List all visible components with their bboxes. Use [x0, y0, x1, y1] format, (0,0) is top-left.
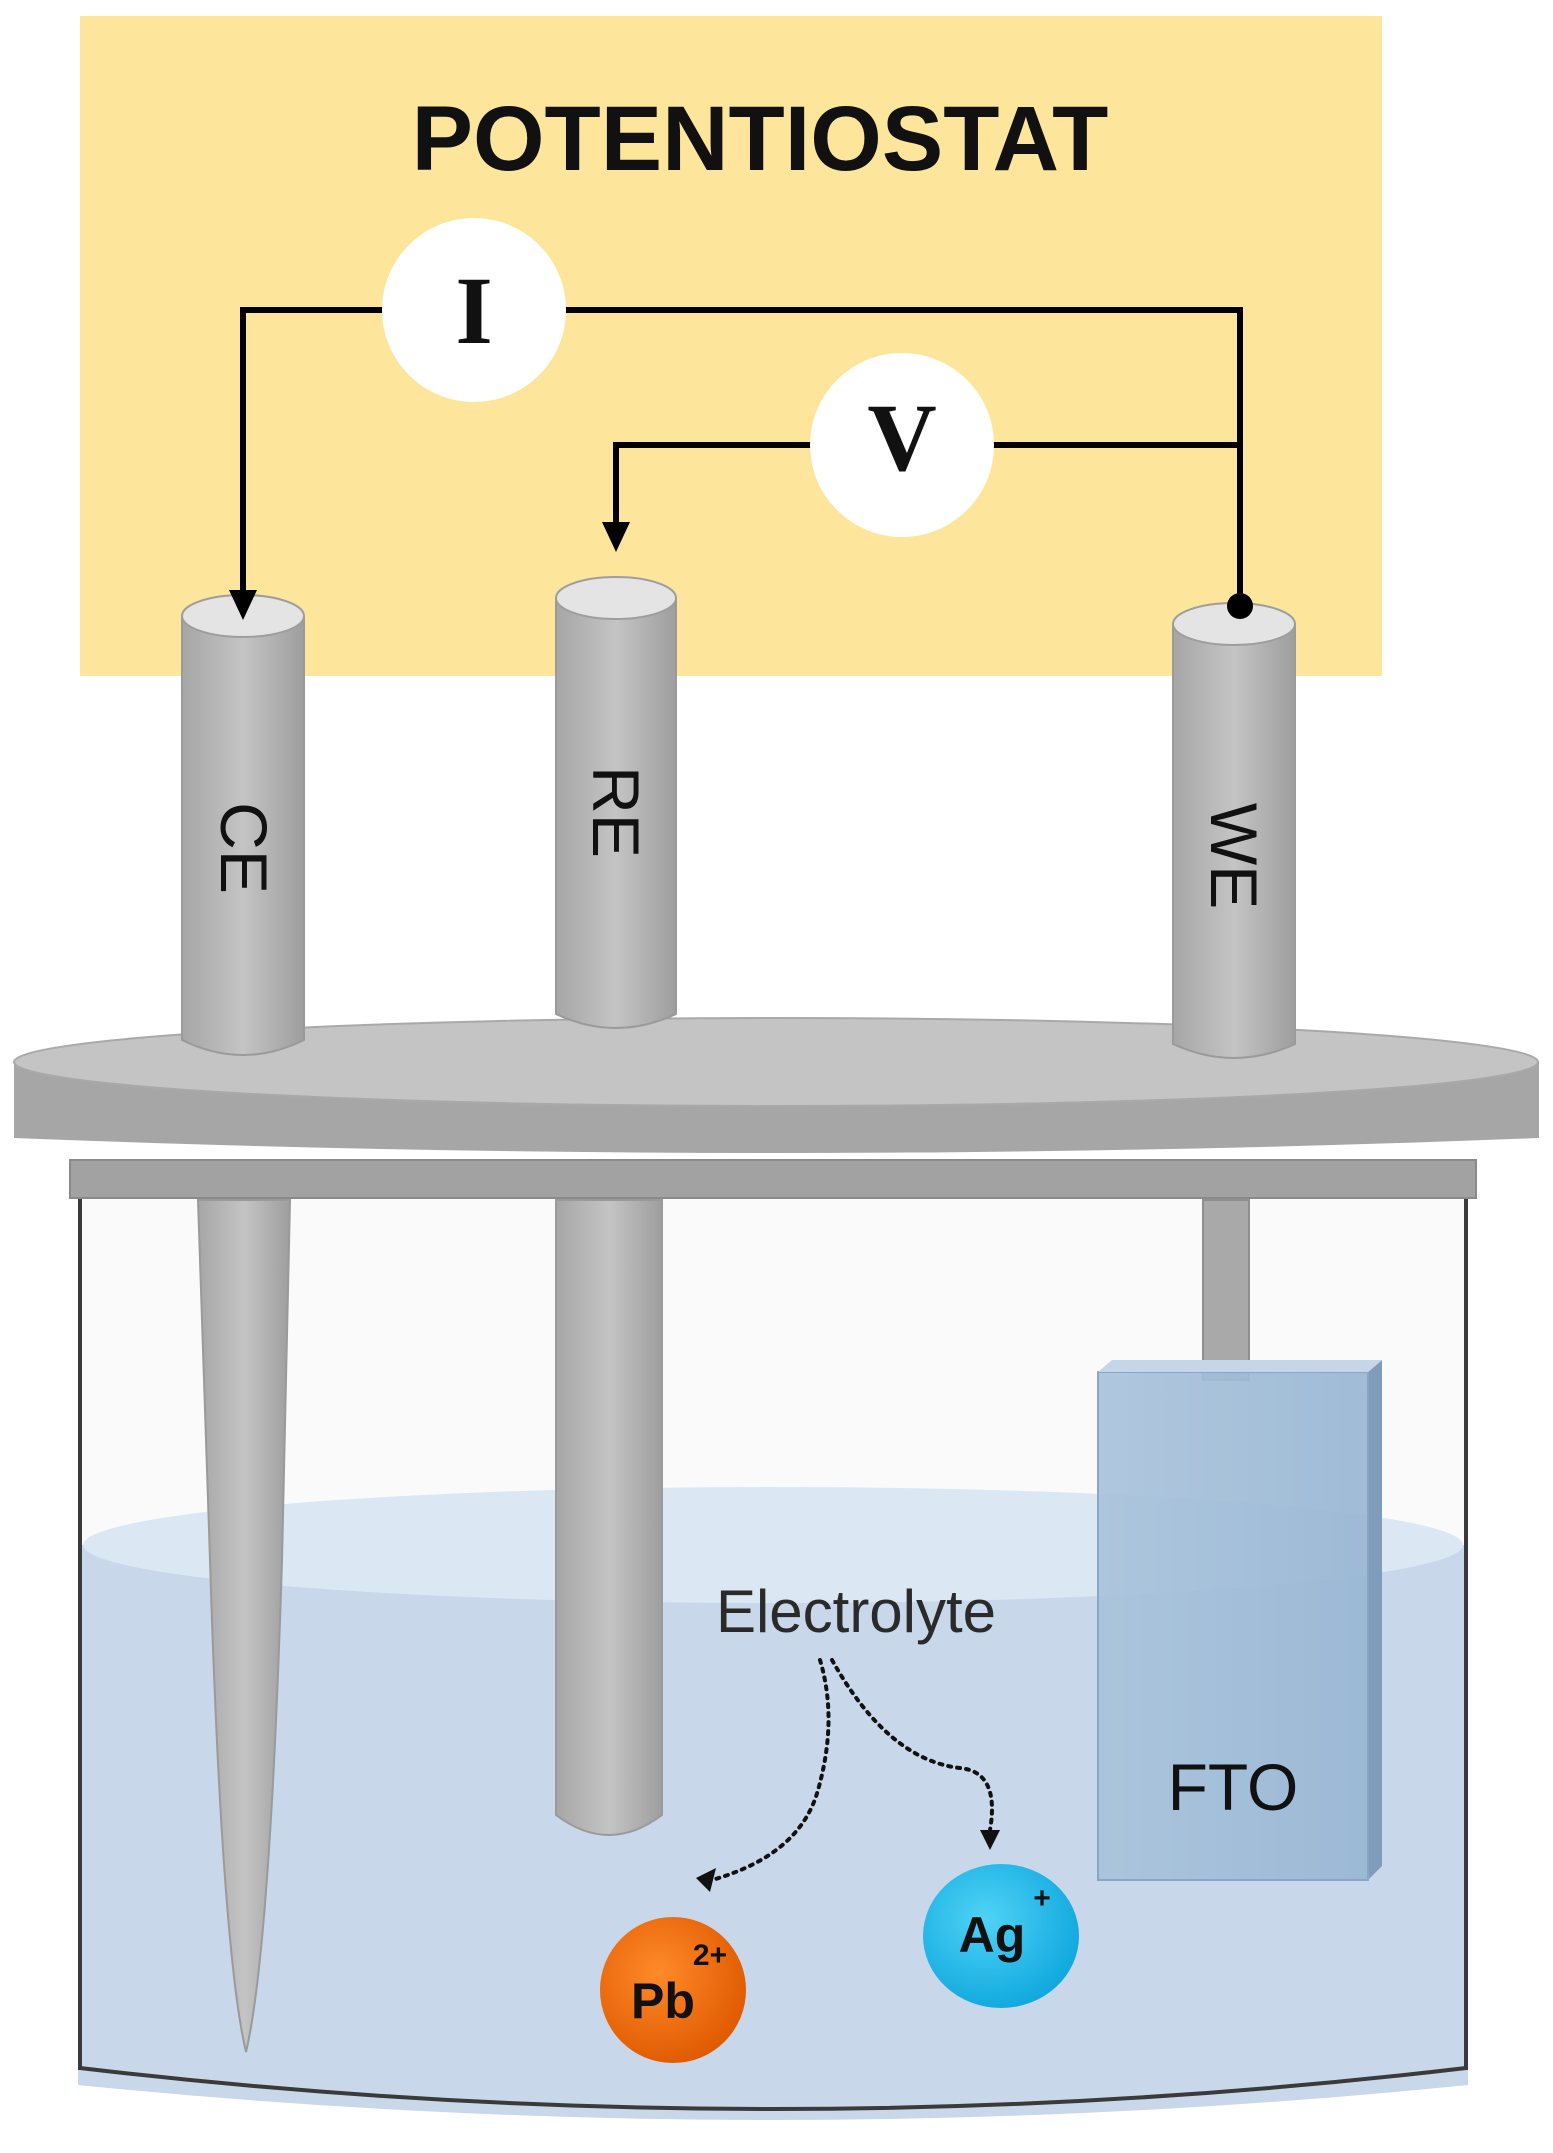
lid-lower-rim [69, 1159, 1477, 1199]
working-electrode-label: WE [1197, 803, 1271, 909]
fto-label: FTO [1168, 1750, 1299, 1824]
re-arrowhead [602, 522, 630, 552]
voltage-circuit-wire [613, 442, 1240, 525]
reference-electrode-label: RE [579, 766, 653, 858]
fto-edge [1368, 1360, 1382, 1880]
fto-top-edge [1098, 1360, 1382, 1372]
current-circuit-wire [240, 307, 1243, 606]
potentiostat-panel [80, 16, 1382, 676]
lead-ion-symbol: Pb [631, 1973, 695, 2029]
pb-dotted-arrow [710, 1658, 831, 1882]
ammeter: I [382, 218, 566, 402]
counter-electrode-tip [196, 1199, 292, 2053]
silver-ion-charge: + [1033, 1882, 1051, 1915]
silver-ion: Ag + [923, 1864, 1079, 2008]
electrolyte-label: Electrolyte [716, 1578, 996, 1645]
silver-ion-symbol: Ag [959, 1907, 1026, 1963]
ce-arrowhead [229, 590, 257, 620]
working-electrode: WE [1172, 602, 1296, 1059]
lid-top [13, 1017, 1539, 1107]
pb-arrowhead [696, 1868, 716, 1892]
ag-arrowhead [980, 1830, 1000, 1850]
voltmeter: V [810, 353, 994, 537]
we-connection-node [1227, 593, 1253, 619]
reference-electrode-body [555, 1199, 663, 1836]
lead-ion: Pb 2+ [600, 1917, 746, 2063]
lead-ion-charge: 2+ [693, 1939, 727, 1972]
counter-electrode-label: CE [207, 802, 281, 894]
fto-glass [1097, 1371, 1369, 1881]
potentiostat-title: POTENTIOSTAT [412, 88, 1109, 190]
reference-electrode: RE [555, 576, 677, 1029]
ag-dotted-arrow [830, 1658, 994, 1832]
voltmeter-label: V [867, 384, 936, 491]
working-electrode-rod [1202, 1199, 1250, 1381]
ammeter-label: I [455, 257, 492, 364]
beaker-bottom [79, 2066, 1467, 2111]
counter-electrode: CE [181, 594, 305, 1056]
